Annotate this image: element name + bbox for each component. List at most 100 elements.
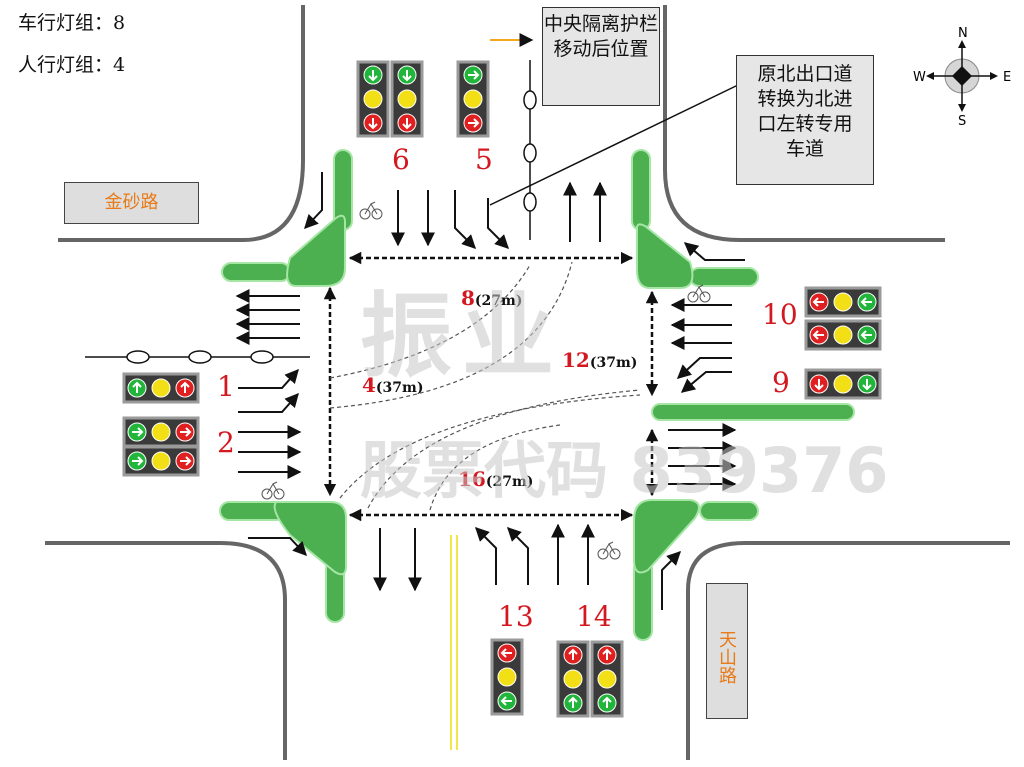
north-exit-arrows bbox=[563, 181, 607, 242]
road-name-west: 金砂路 bbox=[64, 182, 199, 224]
signal-head bbox=[356, 60, 390, 138]
island-nw-h bbox=[221, 262, 291, 282]
curb-se bbox=[686, 541, 1010, 760]
island-east-median bbox=[651, 403, 855, 421]
lamp-arrow-icon bbox=[368, 118, 378, 130]
lamp-arrow-icon bbox=[602, 696, 612, 708]
signal-head bbox=[456, 60, 490, 138]
signal-lamp bbox=[151, 378, 171, 398]
road-name-south: 天山路 bbox=[706, 583, 748, 719]
signal-lamp bbox=[833, 325, 853, 345]
signal-group-9: 9 bbox=[772, 366, 790, 399]
compass-e: E bbox=[1003, 70, 1012, 85]
lamp-arrow-icon bbox=[812, 297, 824, 307]
ped-group-count: 人行灯组：4 bbox=[18, 54, 126, 76]
east-exit-arrows bbox=[668, 423, 737, 491]
lamp-arrow-icon bbox=[500, 696, 512, 706]
signal-group-6: 6 bbox=[392, 143, 410, 176]
north-approach-arrows bbox=[304, 172, 509, 249]
signal-lamp bbox=[563, 669, 583, 689]
signal-lamp bbox=[463, 89, 483, 109]
lamp-arrow-icon bbox=[368, 70, 378, 82]
bicycle-icons bbox=[261, 201, 711, 560]
island-sw bbox=[273, 501, 347, 576]
signal-group-1: 1 bbox=[217, 370, 235, 403]
lamp-arrow-icon bbox=[402, 70, 412, 82]
island-se-h bbox=[699, 501, 759, 521]
east-approach-arrows bbox=[670, 242, 745, 393]
signal-lamp bbox=[833, 374, 853, 394]
ped-crossings bbox=[323, 251, 659, 522]
bicycle-icon bbox=[359, 201, 383, 220]
lamp-arrow-icon bbox=[180, 427, 192, 437]
compass-w: W bbox=[913, 70, 926, 85]
lamp-arrow-icon bbox=[500, 648, 512, 658]
road-edges bbox=[45, 5, 1010, 760]
bicycle-icon bbox=[687, 284, 711, 303]
lamp-arrow-icon bbox=[132, 456, 144, 466]
lamp-arrow-icon bbox=[602, 648, 612, 660]
ped-label-16: 16(27m) bbox=[458, 467, 534, 491]
lamp-arrow-icon bbox=[568, 648, 578, 660]
signal-head bbox=[804, 368, 882, 400]
signal-head bbox=[804, 286, 882, 318]
signal-head bbox=[122, 445, 200, 477]
island-se bbox=[633, 499, 700, 574]
signal-group-2: 2 bbox=[217, 426, 235, 459]
lamp-arrow-icon bbox=[180, 381, 190, 393]
ped-label-8: 8(27m) bbox=[461, 286, 523, 310]
signal-head bbox=[804, 319, 882, 351]
signal-lamp bbox=[597, 669, 617, 689]
signal-group-5: 5 bbox=[475, 143, 493, 176]
signal-head bbox=[556, 640, 590, 718]
bicycle-icon bbox=[261, 481, 285, 500]
median-fence-west bbox=[85, 350, 310, 364]
signal-head bbox=[490, 638, 524, 716]
compass-s: S bbox=[958, 114, 967, 129]
watermark-top: 振业 bbox=[360, 283, 565, 390]
signal-group-13: 13 bbox=[498, 600, 534, 633]
lamp-arrow-icon bbox=[568, 696, 578, 708]
guide-curves bbox=[329, 261, 641, 511]
curb-sw bbox=[45, 541, 287, 760]
callout-barrier: 中央隔离护栏移动后位置 bbox=[542, 7, 660, 106]
signal-head bbox=[590, 640, 624, 718]
signal-head bbox=[122, 416, 200, 448]
signal-lamp bbox=[497, 667, 517, 687]
signal-head bbox=[390, 60, 424, 138]
islands bbox=[219, 149, 855, 641]
callout-leader bbox=[489, 84, 739, 206]
median-fence-north bbox=[523, 60, 537, 240]
lamp-arrow-icon bbox=[860, 297, 872, 307]
curb-ne bbox=[663, 5, 945, 242]
lamp-arrow-icon bbox=[812, 330, 824, 340]
bicycle-icon bbox=[597, 541, 621, 560]
compass-n: N bbox=[958, 26, 968, 41]
signal-group-14: 14 bbox=[576, 600, 612, 633]
lamp-arrow-icon bbox=[814, 379, 824, 391]
signal-lamp bbox=[833, 292, 853, 312]
south-approach-arrows bbox=[475, 523, 681, 610]
curb-nw bbox=[58, 5, 305, 242]
watermark-bottom: 股票代码 839376 bbox=[360, 434, 889, 507]
west-approach-arrows bbox=[238, 368, 307, 557]
center-line-south bbox=[450, 535, 458, 750]
lamp-arrow-icon bbox=[860, 330, 872, 340]
signal-head bbox=[122, 372, 200, 404]
ped-label-4: 4(37m) bbox=[362, 373, 424, 397]
vehicle-group-count: 车行灯组：8 bbox=[18, 12, 126, 34]
signal-lamp bbox=[151, 422, 171, 442]
compass-icon bbox=[926, 40, 998, 112]
lamp-arrow-icon bbox=[468, 118, 480, 128]
island-ne-h bbox=[689, 267, 759, 287]
island-ne-v bbox=[631, 149, 651, 231]
signal-heads bbox=[122, 60, 882, 718]
ped-label-12: 12(37m) bbox=[562, 348, 638, 372]
island-nw bbox=[286, 214, 346, 287]
lamp-arrow-icon bbox=[402, 118, 412, 130]
island-ne bbox=[636, 223, 694, 289]
lamp-arrow-icon bbox=[468, 70, 480, 80]
signal-group-10: 10 bbox=[762, 298, 798, 331]
lamp-arrow-icon bbox=[132, 427, 144, 437]
